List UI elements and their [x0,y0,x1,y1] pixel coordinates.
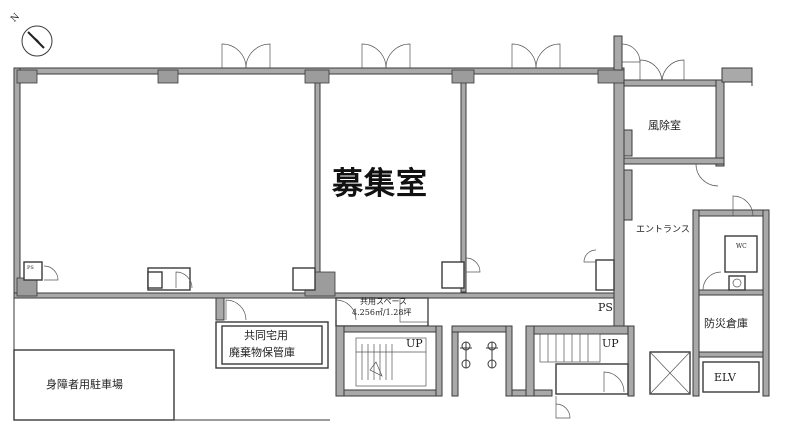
shared-space-label: 共用スペース [360,297,408,306]
double-door-top-1 [221,43,271,69]
parking-area [13,298,571,421]
shared-space-area: 4.256㎡/1.28坪 [352,308,412,317]
waste-storage-label-1: 共同宅用 [244,329,288,342]
disaster-storage-label: 防災倉庫 [704,317,748,330]
right-service-block [649,195,770,397]
ps-small-label: PS [27,265,34,271]
stairs-up-label-left: UP [406,337,423,350]
vacancy-room-label: 募集室 [332,166,428,202]
entrance-label: エントランス [636,225,690,235]
pipe-space-label: PS [598,301,613,314]
wc-label: WC [736,243,747,250]
windbreak-room [623,67,753,187]
windbreak-room-label: 風除室 [648,119,681,132]
right-stairs [525,325,635,397]
double-door-top-3 [511,43,561,69]
elevator-label: ELV [714,371,736,384]
stairs-up-label-right: UP [602,337,619,350]
double-door-top-2 [361,43,411,69]
bicycle-icon [460,341,498,369]
compass-icon [21,25,53,57]
lower-center-block [215,297,443,397]
disabled-parking-label: 身障者用駐車場 [46,378,123,391]
waste-storage-label-2: 廃棄物保管庫 [229,346,295,359]
main-building-walls [13,67,625,329]
door-corner [613,35,641,71]
double-door-entrance [639,59,685,83]
